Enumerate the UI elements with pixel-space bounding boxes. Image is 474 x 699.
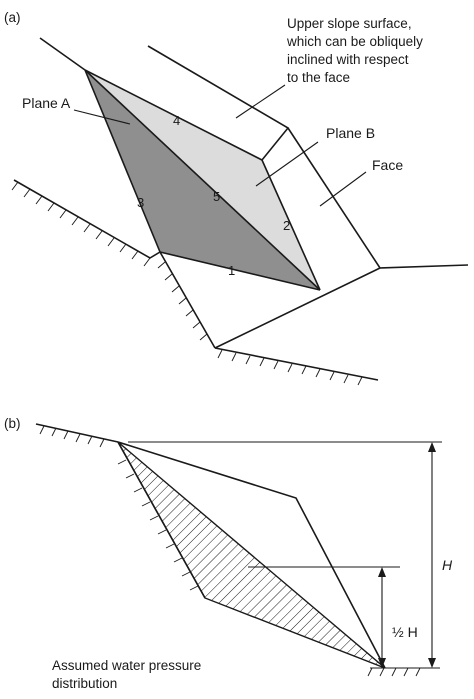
height-label: H: [442, 557, 453, 573]
panel-a-tag: (a): [4, 10, 21, 25]
ground-top-hatching: [39, 425, 105, 448]
ground-bottom-hatching: [217, 349, 363, 386]
water-pressure-distribution: [117, 441, 386, 669]
lower-face-hatching: [157, 261, 208, 341]
ground-left-hatching: [11, 181, 151, 267]
pressure-note-line-1: Assumed water pressure: [52, 658, 201, 673]
dim-half-h-arrow-top: [378, 567, 386, 577]
panel-b: (b): [4, 416, 453, 691]
upper-slope-note-line-1: Upper slope surface,: [287, 16, 412, 31]
face-label: Face: [372, 157, 403, 173]
plane-b-label: Plane B: [326, 125, 375, 141]
upper-slope-note-line-3: inclined with respect: [287, 52, 409, 67]
edge-2: [261, 159, 321, 291]
slope-face-hatching: [117, 459, 199, 591]
edge-3: [84, 69, 161, 253]
plane-b-leader: [255, 141, 319, 187]
upper-right-line: [379, 264, 469, 269]
line-number-2: 2: [283, 218, 290, 233]
face-leader: [319, 171, 367, 207]
plane-a-leader: [73, 109, 131, 125]
edge-4: [84, 69, 263, 161]
crest-extension: [39, 37, 86, 71]
panel-b-tag: (b): [4, 416, 21, 431]
pressure-note: Assumed water pressure distribution: [52, 658, 205, 691]
line-number-5: 5: [213, 189, 220, 204]
upper-slope-note-line-2: which can be obliquely: [286, 34, 423, 49]
slope-face-lower: [117, 441, 206, 599]
upper-slope-note-line-4: to the face: [287, 70, 350, 85]
pressure-note-line-2: distribution: [52, 676, 117, 691]
line-number-4: 4: [173, 113, 180, 128]
upper-slope-leader: [235, 84, 286, 119]
upper-slope-outline: [147, 45, 290, 161]
ground-top: [35, 423, 119, 443]
dim-h-arrow-bottom: [428, 658, 436, 668]
edge-1: [159, 251, 321, 291]
lower-face-line: [159, 251, 216, 349]
plane-a-label: Plane A: [22, 95, 71, 111]
panel-a: (a): [4, 10, 469, 386]
line-number-3: 3: [137, 195, 144, 210]
ground-bottom: [214, 347, 379, 381]
half-height-label: ½ H: [392, 624, 418, 640]
wedge-upper-outline: [117, 441, 386, 669]
edge-5: [84, 69, 321, 291]
slope-crest-line: [287, 127, 381, 269]
dim-h-arrow-top: [428, 442, 436, 452]
line-number-1: 1: [228, 263, 235, 278]
dim-half-h-arrow-bottom: [378, 658, 386, 668]
upper-slope-note: Upper slope surface, which can be obliqu…: [286, 16, 427, 85]
base-ground-hatching: [367, 667, 421, 677]
face-toe-line: [214, 267, 381, 349]
